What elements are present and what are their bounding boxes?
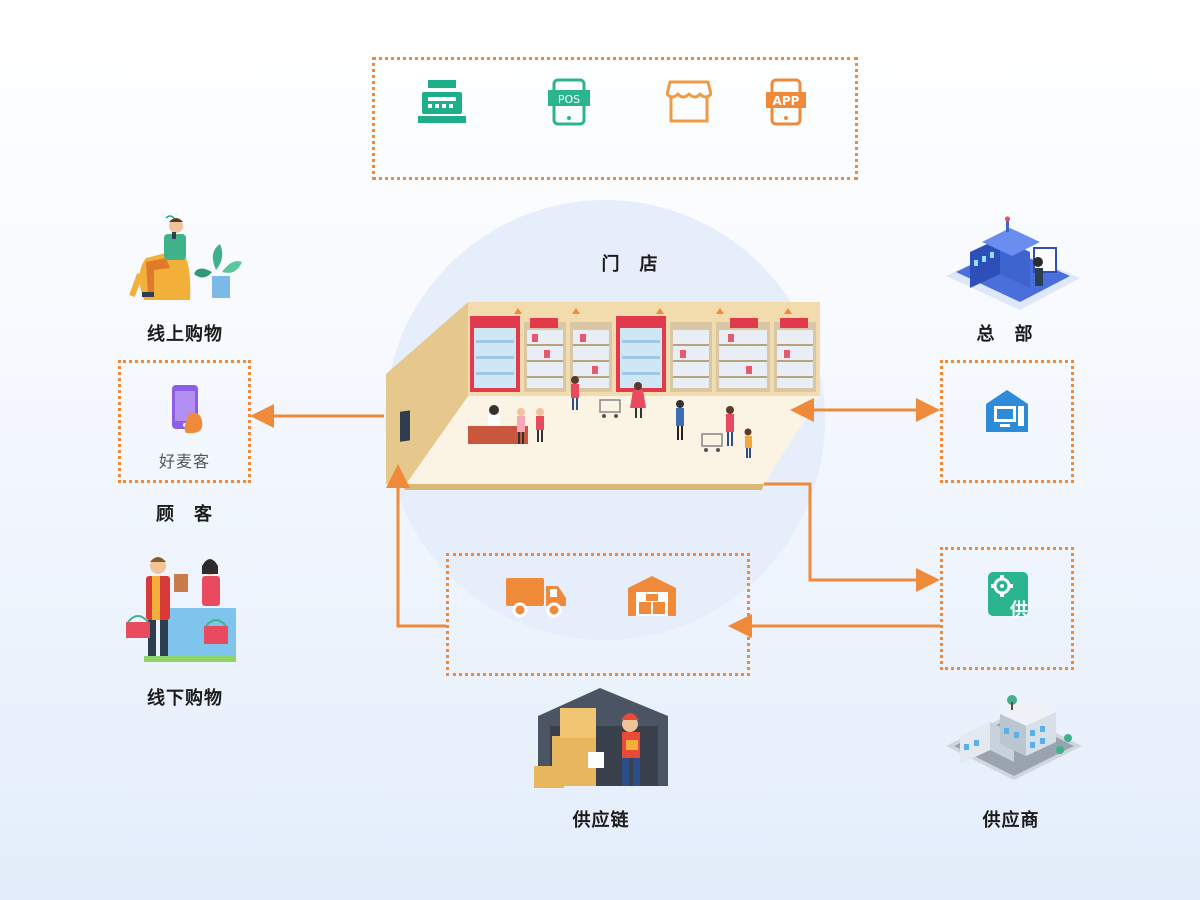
headquarters-label: 总 部 [976,324,1034,345]
arrow-to-customer [250,404,274,428]
store-title: 门 店 [601,254,659,275]
store-to-supplier-line [764,482,918,582]
app-phone-icon: APP [766,78,806,126]
cash-register-icon [418,78,466,124]
headquarters-box [940,360,1074,483]
app-name-label: 好麦客 [158,452,210,471]
supplier-label: 供应商 [982,810,1040,831]
online-shopping-illustration [126,214,244,308]
mobile-phone-icon [166,383,206,435]
supplier-illustration [944,690,1084,790]
supply-chain-illustration [530,686,670,792]
supply-chain-to-store-line [396,488,446,628]
offline-shopping-label: 线下购物 [147,688,223,709]
arrow-to-headquarters [916,398,940,422]
delivery-truck-icon [506,574,568,618]
storefront-icon [666,80,712,124]
arrow-to-store-bottom [386,464,410,488]
pos-terminal-icon: POS [548,78,590,126]
supply-chain-label: 供应链 [572,810,630,831]
arrow-to-supplier [916,568,940,592]
app-label: APP [773,94,800,108]
warehouse-icon [626,574,678,618]
arrow-to-supply-chain [728,614,752,638]
store-illustration [384,300,824,492]
offline-shopping-illustration [124,552,236,664]
headquarters-illustration [940,212,1086,312]
arrow-to-store-right [790,398,814,422]
pos-label: POS [558,93,580,106]
customer-app-box [118,360,251,483]
customer-label: 顾 客 [156,504,213,525]
supplier-badge-text: 供 [1010,600,1028,621]
supplier-badge-icon [988,572,1036,618]
computer-house-icon [984,388,1030,434]
online-shopping-label: 线上购物 [147,324,223,345]
supplier-box [940,547,1074,670]
supply-chain-box [446,553,750,676]
channels-box [372,57,858,180]
